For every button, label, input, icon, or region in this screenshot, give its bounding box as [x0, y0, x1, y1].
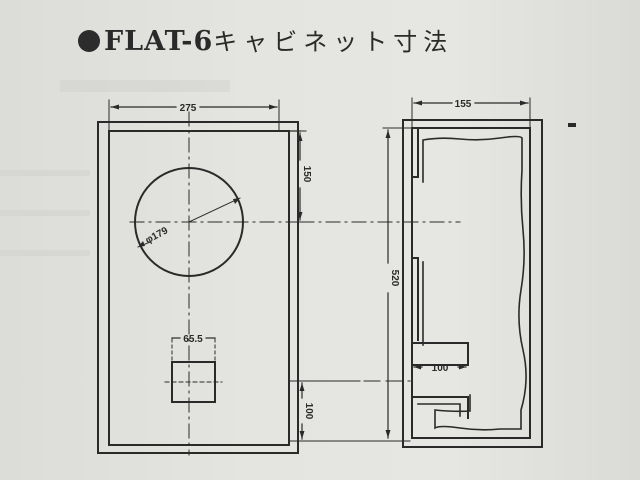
port-depth-label: 100 [432, 363, 449, 374]
port-duct-top [411, 342, 469, 366]
top-offset-label: 150 [301, 166, 312, 183]
side-outer-wall [402, 119, 543, 448]
side-view [382, 97, 543, 448]
depth-label: 155 [455, 99, 472, 110]
bullet-icon [78, 30, 100, 52]
port-offset-label: 100 [303, 403, 314, 420]
port-duct-bottom [411, 396, 469, 419]
ink-mark [568, 123, 576, 127]
diagram-title: FLAT-6キャビネット寸法 [78, 22, 453, 57]
front-view [97, 99, 461, 456]
port-width-label: 65.5 [183, 334, 203, 345]
height-label: 520 [389, 270, 400, 287]
damping-material [422, 135, 527, 431]
show-through-text [60, 80, 230, 92]
show-through-text [0, 210, 90, 216]
front-baffle-outline [97, 121, 299, 454]
title-model: FLAT-6 [104, 26, 214, 57]
title-caption: キャビネット寸法 [213, 28, 454, 56]
width-label: 275 [180, 103, 197, 114]
show-through-text [0, 170, 90, 176]
front-inner-panel [108, 130, 290, 446]
show-through-text [0, 250, 90, 256]
driver-diameter-label: φ179 [144, 225, 171, 246]
